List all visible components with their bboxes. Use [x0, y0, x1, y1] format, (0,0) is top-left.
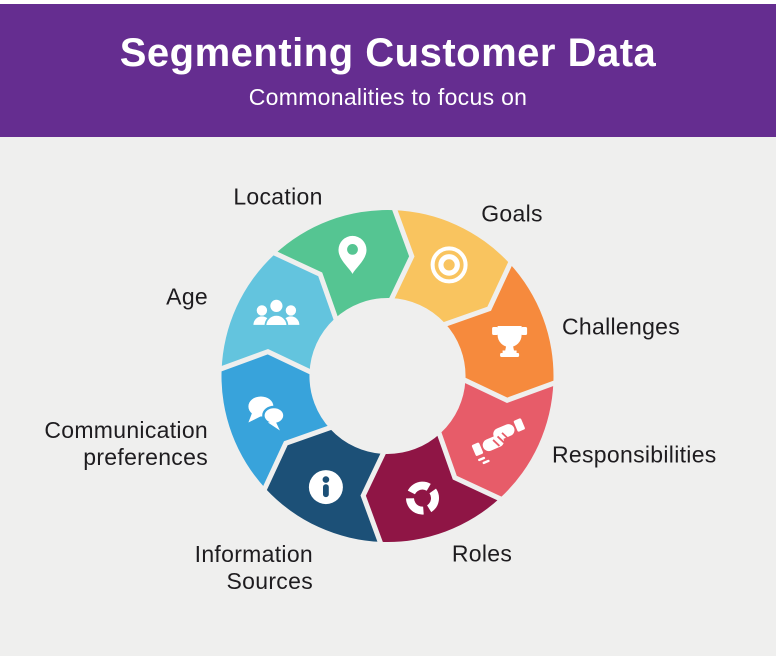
label-age: Age: [166, 283, 208, 310]
chat-bubbles-icon: [248, 396, 286, 431]
segment-location: [274, 209, 412, 319]
label-goals: Goals: [481, 200, 543, 227]
handshake-icon: [471, 418, 525, 465]
info-icon: [308, 470, 343, 505]
label-communication_preferences: Communication preferences: [44, 417, 208, 470]
segment-wheel: [216, 205, 559, 547]
label-responsibilities: Responsibilities: [552, 441, 717, 468]
page-subtitle: Commonalities to focus on: [248, 84, 528, 110]
pin-icon: [338, 235, 367, 274]
segment-age: [221, 254, 335, 374]
cycle-arrows-icon: [406, 481, 439, 515]
segment-gaps: [216, 205, 559, 547]
target-icon: [430, 246, 468, 284]
header: Segmenting Customer Data Commonalities t…: [0, 4, 776, 137]
people-icon: [253, 297, 300, 327]
label-challenges: Challenges: [562, 313, 681, 340]
label-location: Location: [233, 183, 323, 210]
label-roles: Roles: [451, 540, 513, 567]
segment-roles: [363, 433, 501, 543]
page-title: Segmenting Customer Data: [119, 31, 657, 75]
segment-goals: [390, 210, 509, 323]
label-information_sources: Information Sources: [194, 541, 313, 594]
trophy-icon: [492, 326, 528, 357]
